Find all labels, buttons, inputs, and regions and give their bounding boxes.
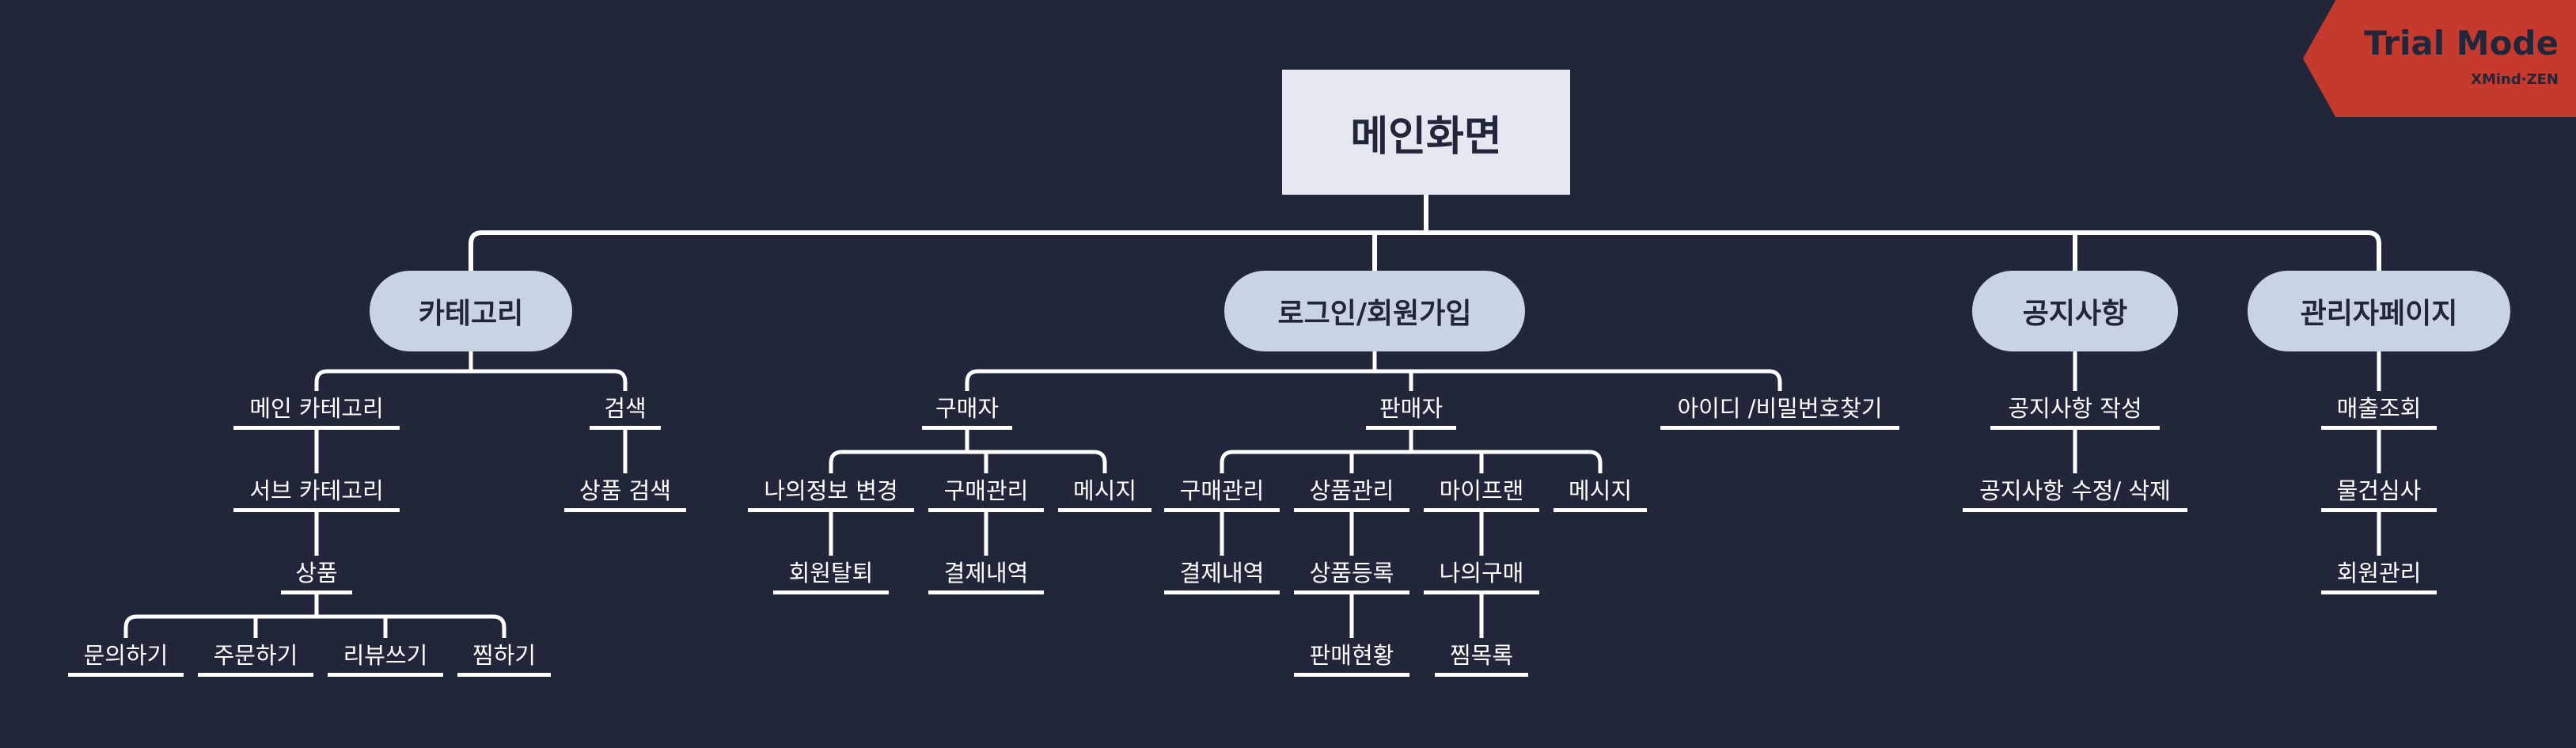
topic-payment-history-seller[interactable]: 결제내역 xyxy=(1164,556,1280,594)
topic-order[interactable]: 주문하기 xyxy=(198,638,313,677)
topic-sales-status[interactable]: 판매현황 xyxy=(1294,638,1409,677)
topic-seller[interactable]: 판매자 xyxy=(1366,391,1456,430)
topic-my-page[interactable]: 마이프랜 xyxy=(1424,473,1539,512)
topic-write-notice[interactable]: 공지사항 작성 xyxy=(1990,391,2160,430)
topic-edit-delete-notice[interactable]: 공지사항 수정/ 삭제 xyxy=(1963,473,2187,512)
topic-payment-history-buyer[interactable]: 결제내역 xyxy=(928,556,1044,594)
connector-seller xyxy=(1220,430,1603,473)
topic-product-registration[interactable]: 상품등록 xyxy=(1294,556,1409,594)
topic-purchase-management-seller[interactable]: 구매관리 xyxy=(1164,473,1280,512)
topic-main-category[interactable]: 메인 카테고리 xyxy=(233,391,400,430)
topic-find-id-password[interactable]: 아이디 /비밀번호찾기 xyxy=(1660,391,1899,430)
connector-login xyxy=(965,351,1782,391)
topic-purchase-management[interactable]: 구매관리 xyxy=(928,473,1044,512)
branch-notice[interactable]: 공지사항 xyxy=(1972,271,2178,351)
topic-buyer[interactable]: 구매자 xyxy=(922,391,1012,430)
topic-sales-inquiry[interactable]: 매출조회 xyxy=(2321,391,2437,430)
connector-root xyxy=(469,195,2381,271)
topic-write-review[interactable]: 리뷰쓰기 xyxy=(328,638,443,677)
topic-message-seller[interactable]: 메시지 xyxy=(1554,473,1647,512)
branch-login-signup[interactable]: 로그인/회원가입 xyxy=(1224,271,1525,351)
branch-admin-page[interactable]: 관리자페이지 xyxy=(2248,271,2510,351)
topic-wish-list[interactable]: 찜목록 xyxy=(1435,638,1528,677)
xmind-zen-logo: XMind·ZEN xyxy=(2471,71,2559,88)
topic-product-management[interactable]: 상품관리 xyxy=(1294,473,1409,512)
trial-mode-label: Trial Mode xyxy=(2364,24,2559,63)
root-topic[interactable]: 메인화면 xyxy=(1282,70,1570,195)
trial-mode-badge[interactable]: Trial Mode XMind·ZEN xyxy=(2303,0,2576,117)
topic-message-buyer[interactable]: 메시지 xyxy=(1058,473,1151,512)
topic-inquiry[interactable]: 문의하기 xyxy=(68,638,184,677)
branch-category[interactable]: 카테고리 xyxy=(370,271,572,351)
connector-buyer xyxy=(829,430,1107,473)
topic-wish[interactable]: 찜하기 xyxy=(457,638,551,677)
topic-my-purchases[interactable]: 나의구매 xyxy=(1424,556,1539,594)
topic-product[interactable]: 상품 xyxy=(281,556,352,594)
topic-item-review[interactable]: 물건심사 xyxy=(2321,473,2437,512)
topic-search[interactable]: 검색 xyxy=(590,391,661,430)
topic-edit-my-info[interactable]: 나의정보 변경 xyxy=(748,473,914,512)
topic-member-management[interactable]: 회원관리 xyxy=(2321,556,2437,594)
connector-cat xyxy=(314,351,628,391)
topic-sub-category[interactable]: 서브 카테고리 xyxy=(233,473,400,512)
connector-product xyxy=(123,594,506,638)
topic-product-search[interactable]: 상품 검색 xyxy=(564,473,686,512)
topic-withdraw-membership[interactable]: 회원탈퇴 xyxy=(773,556,889,594)
